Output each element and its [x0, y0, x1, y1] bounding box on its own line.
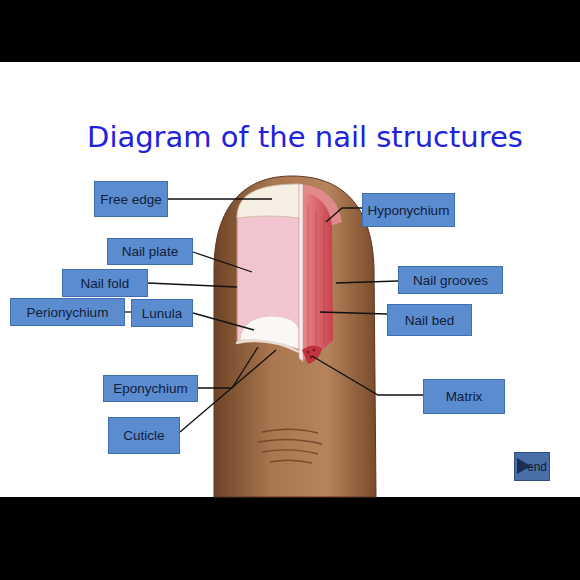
nail-plate-section [299, 184, 303, 362]
part-label: Eponychium [113, 381, 187, 396]
nail-bed [302, 192, 333, 360]
label-box: Perionychium [10, 298, 125, 326]
part-label: Nail plate [122, 244, 178, 259]
leader-line [198, 347, 258, 388]
finger-creases [258, 429, 322, 463]
part-label: Nail grooves [413, 273, 488, 288]
matrix-dot [307, 351, 310, 354]
label-box: Nail plate [107, 238, 193, 265]
part-label: end [527, 460, 547, 474]
play-triangle [517, 458, 531, 474]
leader-line [193, 313, 254, 330]
label-box: Nail fold [62, 269, 148, 297]
label-box: Matrix [423, 379, 505, 414]
free-edge [237, 184, 300, 218]
nail-bed-ridges [308, 205, 324, 350]
label-box: Nail grooves [398, 266, 503, 294]
label-box: Free edge [94, 181, 168, 217]
nail-plate [237, 184, 300, 350]
leader-line [336, 281, 398, 283]
part-label: Hyponychium [368, 203, 450, 218]
lunula [240, 316, 299, 349]
label-box: Lunula [131, 299, 193, 327]
label-box: Cuticle [108, 417, 180, 454]
part-label: Lunula [142, 306, 183, 321]
leader-line [168, 198, 272, 199]
matrix-dot [313, 349, 316, 352]
leader-line [320, 312, 387, 314]
part-label: Nail fold [81, 276, 130, 291]
part-label: Nail bed [405, 313, 455, 328]
leader-line [148, 283, 237, 287]
label-box: Eponychium [103, 375, 198, 402]
matrix [302, 345, 322, 364]
leader-line [326, 208, 362, 222]
diagram-title: Diagram of the nail structures [40, 120, 570, 154]
end-button: end [514, 452, 550, 481]
part-label: Matrix [446, 389, 483, 404]
part-label: Cuticle [123, 428, 164, 443]
leader-line [312, 356, 423, 395]
finger [214, 176, 376, 497]
part-label: Free edge [100, 192, 162, 207]
cuticle [236, 341, 299, 352]
slide-background [0, 62, 580, 497]
part-label: Perionychium [27, 305, 109, 320]
label-box: Hyponychium [362, 193, 455, 227]
label-box: Nail bed [387, 304, 472, 336]
leader-line [193, 252, 252, 272]
